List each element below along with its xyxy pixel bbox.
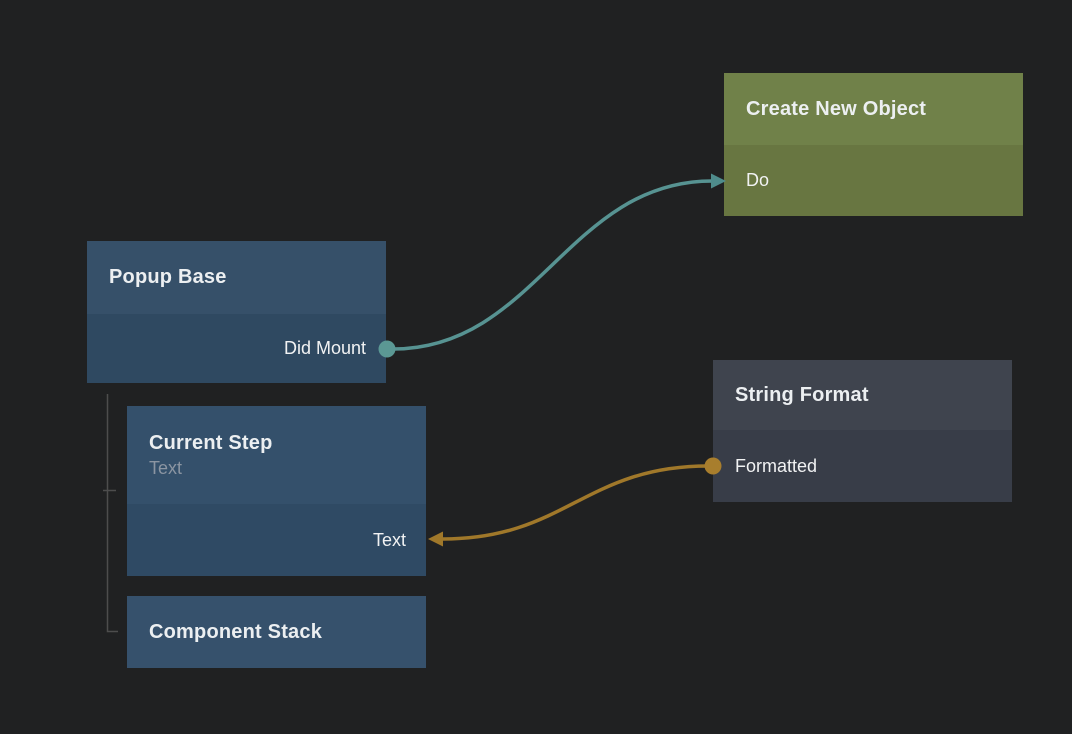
node-create-new-object[interactable]: Create New Object Do — [724, 73, 1023, 216]
port-row-formatted[interactable]: Formatted — [713, 430, 1012, 502]
node-title: Popup Base — [109, 266, 227, 288]
node-popup-base[interactable]: Popup Base Did Mount — [87, 241, 386, 383]
edge-arrowhead-text — [428, 531, 443, 547]
node-header[interactable]: Current Step Text — [127, 406, 426, 504]
node-header[interactable]: Create New Object — [724, 73, 1023, 145]
node-header[interactable]: String Format — [713, 360, 1012, 430]
edge-didmount-to-do[interactable] — [392, 179, 713, 351]
node-header[interactable]: Component Stack — [127, 596, 426, 668]
port-label: Text — [372, 529, 406, 550]
port-row-did-mount[interactable]: Did Mount — [87, 314, 386, 383]
port-row-do[interactable]: Do — [724, 145, 1023, 216]
node-current-step[interactable]: Current Step Text Text — [127, 406, 426, 576]
node-component-stack[interactable]: Component Stack — [127, 596, 426, 668]
node-subtitle: Text — [149, 457, 183, 478]
port-label: Did Mount — [283, 338, 366, 358]
node-title: Current Step — [149, 431, 273, 454]
port-row-text[interactable]: Text — [127, 504, 426, 576]
port-label: Formatted — [735, 455, 818, 476]
node-header[interactable]: Popup Base — [87, 241, 386, 314]
node-title: String Format — [735, 383, 869, 406]
node-title: Component Stack — [149, 620, 323, 643]
edge-formatted-to-text[interactable] — [442, 464, 709, 541]
port-label: Do — [746, 170, 770, 190]
node-title: Create New Object — [746, 97, 927, 120]
node-string-format[interactable]: String Format Formatted — [713, 360, 1012, 502]
hierarchy-line-component-stack — [106, 394, 118, 633]
